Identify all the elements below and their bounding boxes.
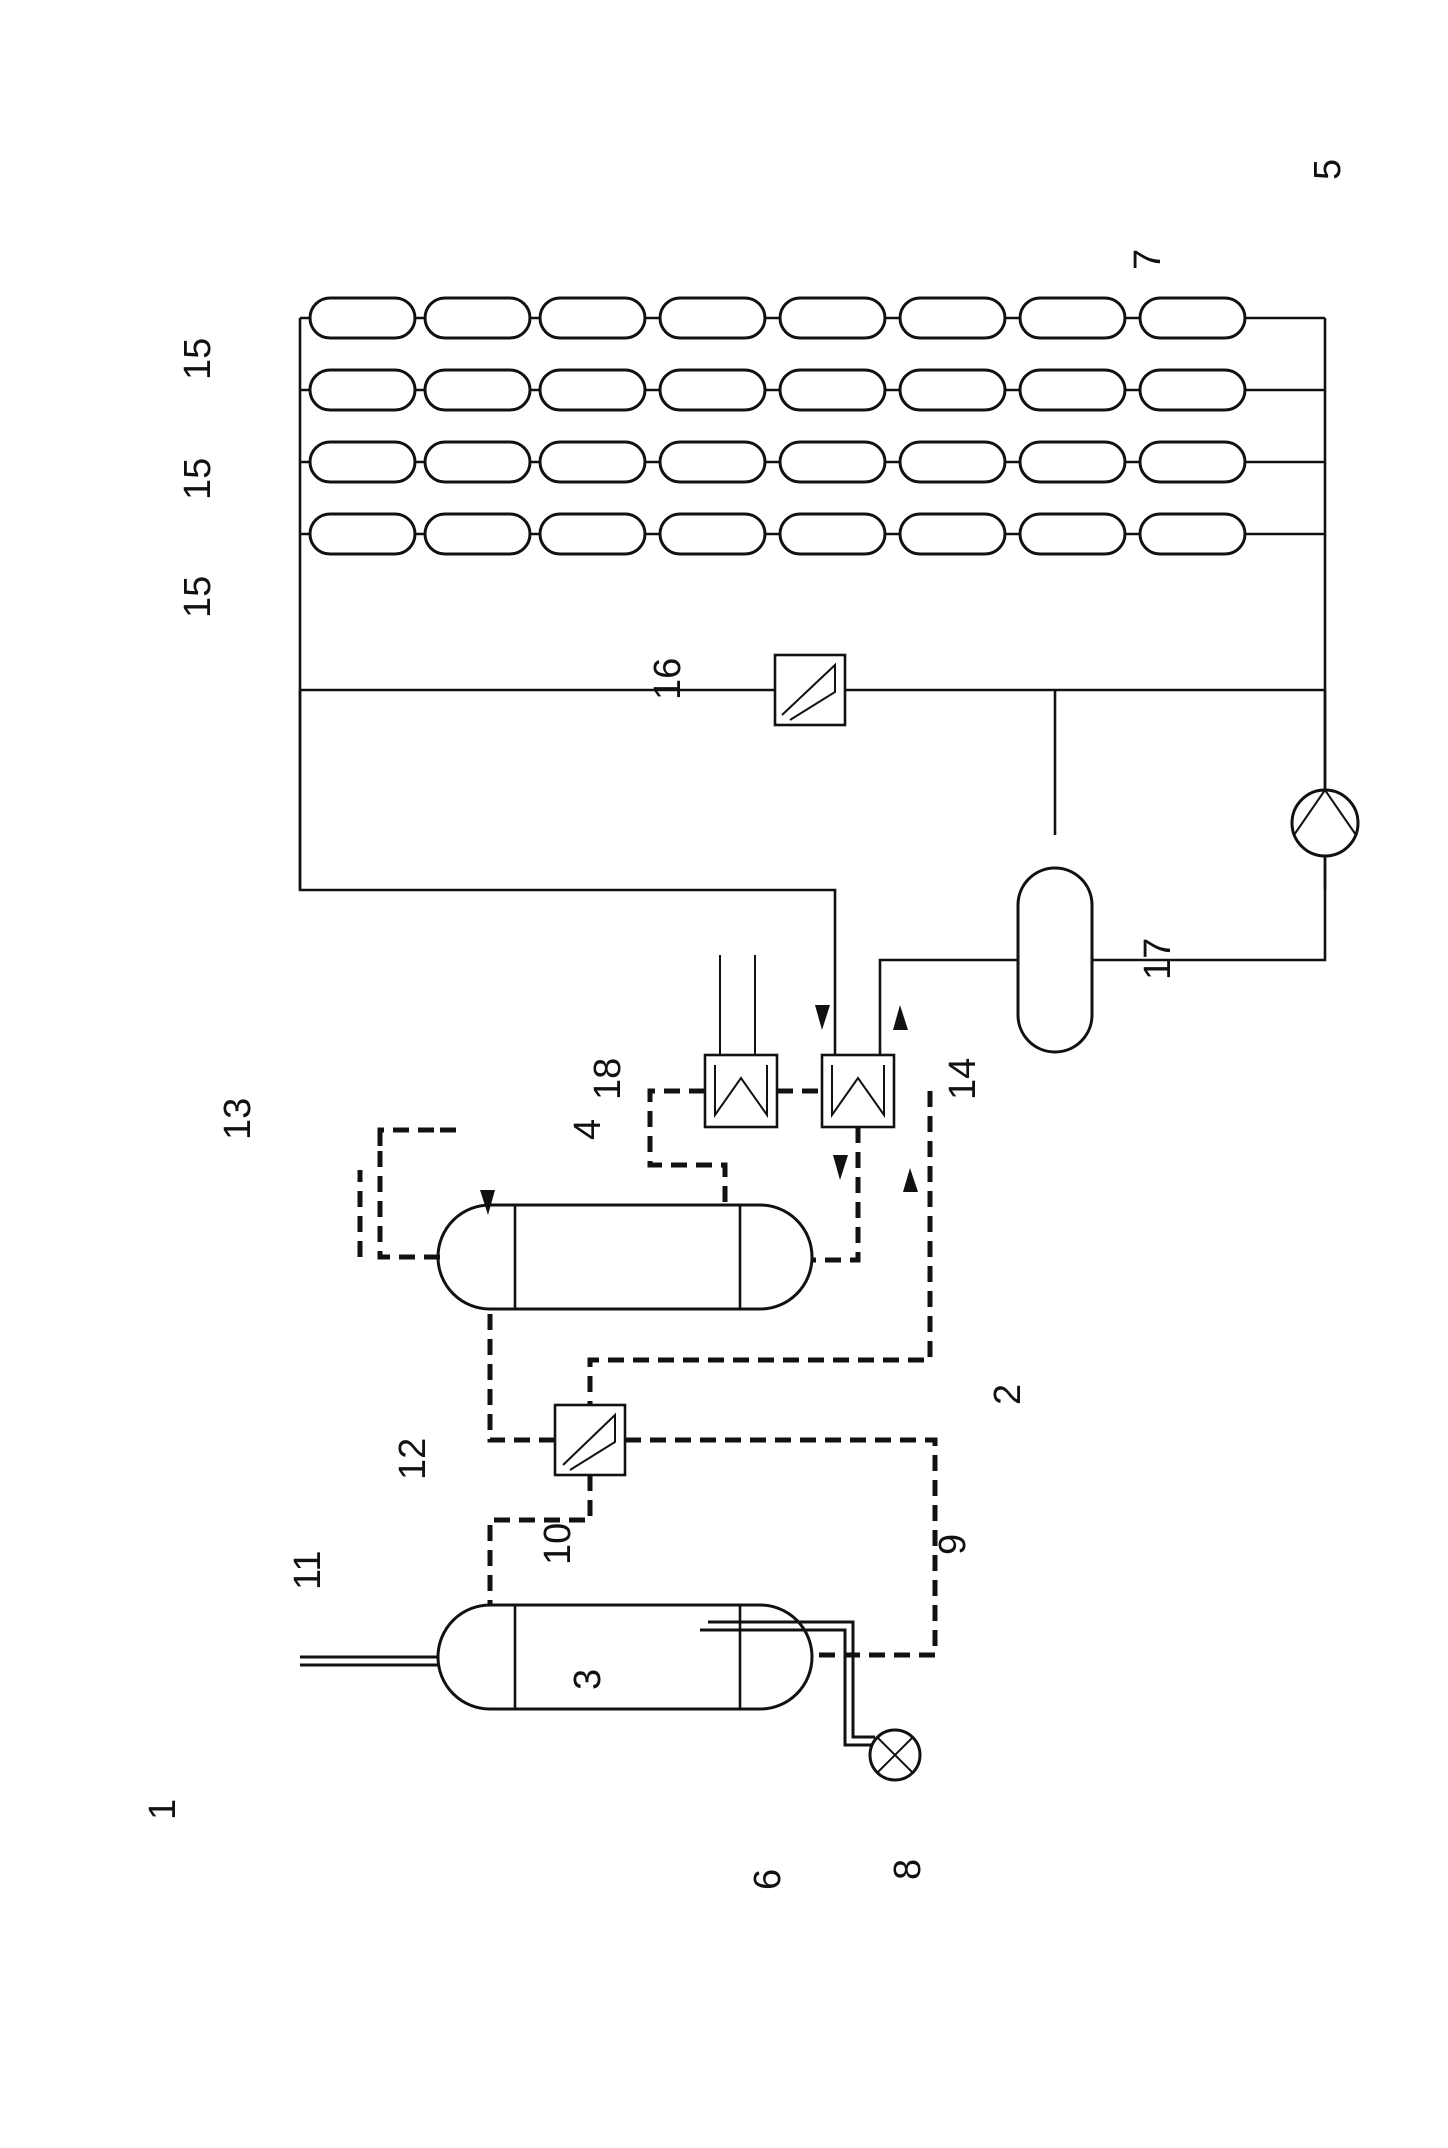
collector xyxy=(540,442,645,482)
collector xyxy=(310,298,415,338)
collector xyxy=(310,514,415,554)
vessel4-to-heater-line xyxy=(380,1130,440,1257)
collector xyxy=(660,514,765,554)
label-outlet-line: 11 xyxy=(287,1551,329,1590)
label-heat-exchanger-c: 16 xyxy=(647,658,689,700)
arrow-icon xyxy=(833,1155,848,1180)
label-vessel-a: 3 xyxy=(567,1669,609,1690)
collector xyxy=(1020,442,1125,482)
label-top-line: 10 xyxy=(537,1523,579,1565)
label-vessel-b: 4 xyxy=(567,1119,609,1140)
collector xyxy=(310,442,415,482)
label-bottom-line: 9 xyxy=(932,1534,974,1555)
collector xyxy=(1140,442,1245,482)
collector xyxy=(780,442,885,482)
collector xyxy=(310,370,415,410)
collector xyxy=(425,514,530,554)
collector xyxy=(900,370,1005,410)
collector xyxy=(660,298,765,338)
collector xyxy=(900,442,1005,482)
label-feed-line: 8 xyxy=(887,1859,929,1880)
label-collector-2: 15 xyxy=(177,458,219,500)
collector xyxy=(780,370,885,410)
collector xyxy=(425,442,530,482)
label-collector-3: 15 xyxy=(177,576,219,618)
label-circuit: 2 xyxy=(987,1384,1029,1405)
diagram-portrait: 1 2 3 4 5 6 7 8 9 10 11 12 13 14 16 17 1… xyxy=(142,159,1358,1890)
collector xyxy=(660,442,765,482)
collector xyxy=(540,370,645,410)
arrow-icon xyxy=(903,1168,918,1192)
arrow-down-icon xyxy=(815,1005,830,1030)
label-plant: 1 xyxy=(142,1799,184,1820)
collector xyxy=(1140,514,1245,554)
label-field-line: 7 xyxy=(1127,249,1169,270)
outlet-line-11 xyxy=(300,1657,438,1665)
collector xyxy=(1020,514,1125,554)
label-source: 6 xyxy=(747,1869,789,1890)
collector xyxy=(780,298,885,338)
pump-to-tank-line xyxy=(1092,856,1325,960)
collector xyxy=(780,514,885,554)
collector xyxy=(1020,370,1125,410)
collector xyxy=(540,514,645,554)
hx18-connections xyxy=(720,955,755,1055)
label-solar-field: 5 xyxy=(1307,159,1349,180)
collector xyxy=(1020,298,1125,338)
label-tank: 17 xyxy=(1137,938,1179,980)
collector-rows xyxy=(300,318,1325,534)
tank-17 xyxy=(1018,868,1092,1052)
label-heat-exchanger-d: 18 xyxy=(587,1058,629,1100)
hx14-to-vessel4-bottom xyxy=(810,1127,858,1260)
collector xyxy=(425,298,530,338)
label-heat-exchanger-b: 14 xyxy=(942,1058,984,1100)
label-collector-1: 15 xyxy=(177,338,219,380)
collector xyxy=(660,370,765,410)
label-heat-exchanger-a: 12 xyxy=(392,1438,434,1480)
collector xyxy=(900,514,1005,554)
collector xyxy=(900,298,1005,338)
hx12-to-vessel4 xyxy=(490,1309,555,1440)
collector-array xyxy=(310,298,1245,554)
arrow-up-icon xyxy=(893,1005,908,1030)
vessel-4 xyxy=(438,1205,812,1309)
collector xyxy=(1140,370,1245,410)
collector xyxy=(540,298,645,338)
collector xyxy=(425,370,530,410)
collector xyxy=(1140,298,1245,338)
label-heater: 13 xyxy=(217,1098,259,1140)
